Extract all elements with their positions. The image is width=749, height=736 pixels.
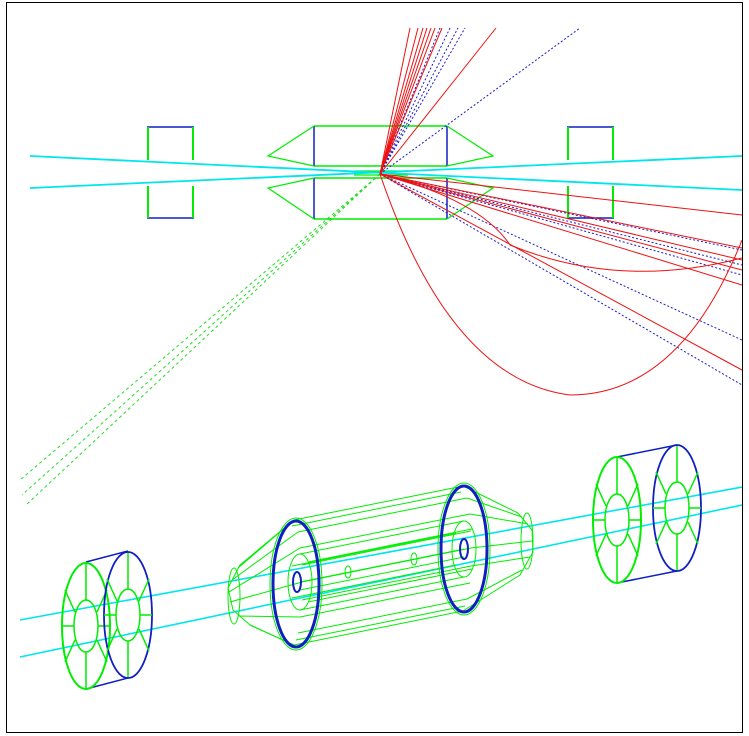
- side-beam-lines: [29, 155, 742, 191]
- side-neutral-tracks: [379, 27, 742, 386]
- side-left-detector: [147, 126, 194, 219]
- persp-right-detector: [592, 444, 702, 584]
- side-charged-tracks: [379, 27, 742, 396]
- side-right-detector: [567, 126, 614, 219]
- persp-central-detector: [227, 482, 534, 651]
- persp-left-detector: [61, 550, 153, 690]
- perspective-view: [19, 444, 742, 690]
- side-view: [19, 27, 742, 506]
- display-frame: [6, 2, 743, 733]
- forward-tracks: [19, 173, 381, 506]
